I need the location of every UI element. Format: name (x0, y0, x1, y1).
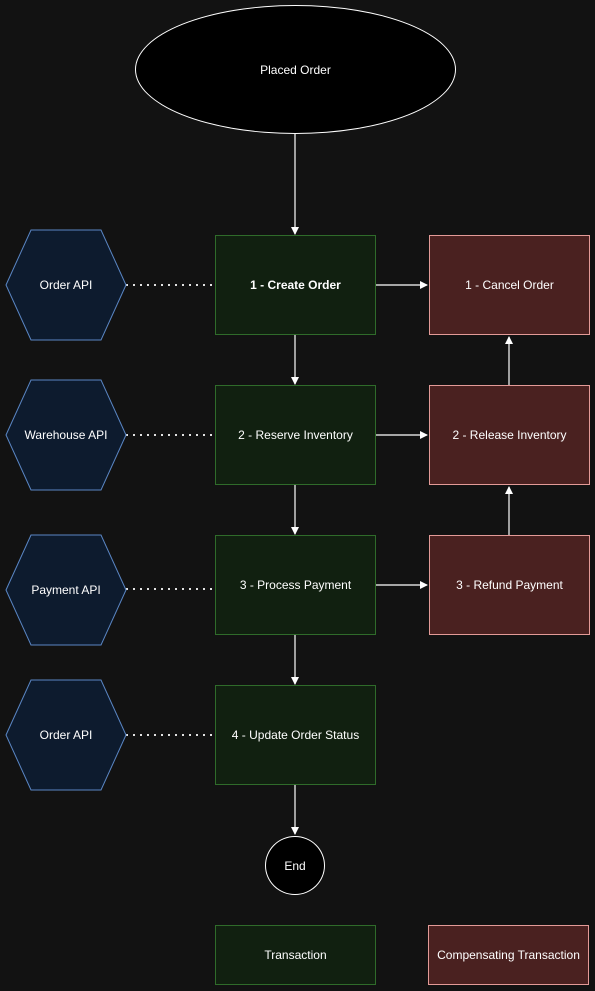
compensation-label: 2 - Release Inventory (452, 428, 567, 442)
api-hexagon-order-2[interactable]: Order API (5, 679, 127, 791)
api-hexagon-order[interactable]: Order API (5, 229, 127, 341)
legend-compensating-transaction: Compensating Transaction (428, 925, 589, 985)
transaction-reserve-inventory[interactable]: 2 - Reserve Inventory (215, 385, 376, 485)
compensation-release-inventory[interactable]: 2 - Release Inventory (429, 385, 590, 485)
transaction-label: 2 - Reserve Inventory (238, 428, 353, 442)
transaction-update-order-status[interactable]: 4 - Update Order Status (215, 685, 376, 785)
hexagon-shape (5, 679, 127, 791)
api-hexagon-payment[interactable]: Payment API (5, 534, 127, 646)
api-label: Warehouse API (24, 428, 108, 442)
hexagon-shape (5, 229, 127, 341)
compensation-refund-payment[interactable]: 3 - Refund Payment (429, 535, 590, 635)
api-hexagon-warehouse[interactable]: Warehouse API (5, 379, 127, 491)
transaction-label: 4 - Update Order Status (231, 728, 360, 742)
transaction-create-order[interactable]: 1 - Create Order (215, 235, 376, 335)
api-label: Payment API (31, 583, 101, 597)
hexagon-shape (5, 534, 127, 646)
end-label: End (284, 858, 306, 873)
transaction-process-payment[interactable]: 3 - Process Payment (215, 535, 376, 635)
compensation-label: 3 - Refund Payment (456, 578, 563, 592)
api-label: Order API (39, 278, 93, 292)
compensation-label: 1 - Cancel Order (465, 278, 554, 292)
transaction-label: 3 - Process Payment (239, 578, 352, 592)
legend-transaction: Transaction (215, 925, 376, 985)
start-node-placed-order[interactable]: Placed Order (135, 5, 456, 134)
api-label: Order API (39, 728, 93, 742)
end-node[interactable]: End (265, 836, 325, 895)
hexagon-shape (5, 379, 127, 491)
compensation-cancel-order[interactable]: 1 - Cancel Order (429, 235, 590, 335)
start-label: Placed Order (260, 62, 331, 77)
transaction-label: 1 - Create Order (250, 278, 341, 292)
legend-compensating-label: Compensating Transaction (437, 948, 580, 962)
legend-transaction-label: Transaction (264, 948, 327, 962)
